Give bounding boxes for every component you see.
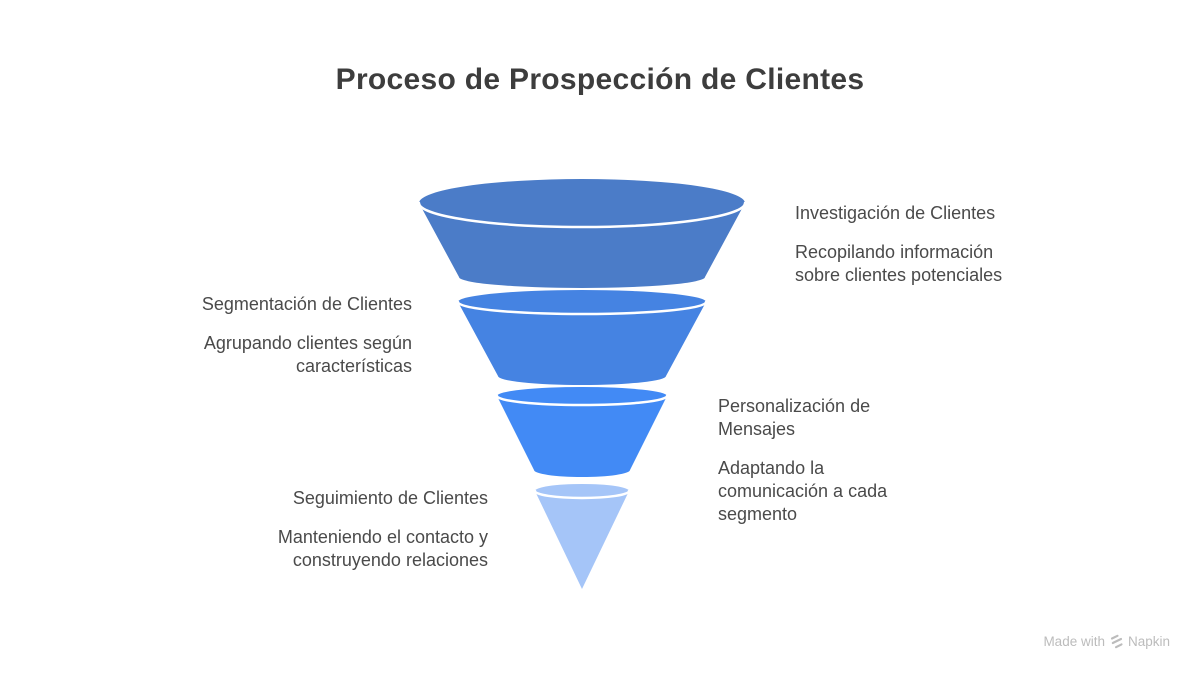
made-with-napkin-watermark: Made with Napkin <box>1043 634 1170 649</box>
funnel-segment-1 <box>419 179 745 288</box>
stage-name: Personalización de Mensajes <box>718 396 871 439</box>
funnel-rim-line-3 <box>495 394 669 407</box>
funnel-segment-3 <box>497 387 667 477</box>
stage-name: Seguimiento de Clientes <box>292 488 488 508</box>
napkin-logo-icon <box>1110 634 1123 649</box>
funnel-segment-2 <box>458 290 706 385</box>
watermark-prefix: Made with <box>1043 634 1105 649</box>
stage-description: Manteniendo el contacto y construyendo r… <box>277 527 488 570</box>
stage-label-seguimiento: Seguimiento de Clientes Manteniendo el c… <box>278 487 488 572</box>
stage-name: Segmentación de Clientes <box>201 294 412 314</box>
stage-label-investigacion: Investigación de Clientes Recopilando in… <box>795 202 1002 287</box>
stage-label-segmentacion: Segmentación de Clientes Agrupando clien… <box>202 293 412 378</box>
funnel-segment-4 <box>535 484 629 589</box>
stage-description: Agrupando clientes según características <box>203 333 412 376</box>
stage-description: Recopilando información sobre clientes p… <box>795 242 1003 285</box>
funnel-rim-line-1 <box>417 201 747 229</box>
funnel-rim-line-2 <box>456 300 708 316</box>
stage-description: Adaptando la comunicación a cada segment… <box>718 458 888 524</box>
funnel-rim-line-4 <box>533 489 631 500</box>
page-title: Proceso de Prospección de Clientes <box>335 63 865 96</box>
stage-label-personalizacion: Personalización de Mensajes Adaptando la… <box>718 395 887 526</box>
stage-name: Investigación de Clientes <box>795 203 996 223</box>
watermark-brand: Napkin <box>1127 634 1170 649</box>
